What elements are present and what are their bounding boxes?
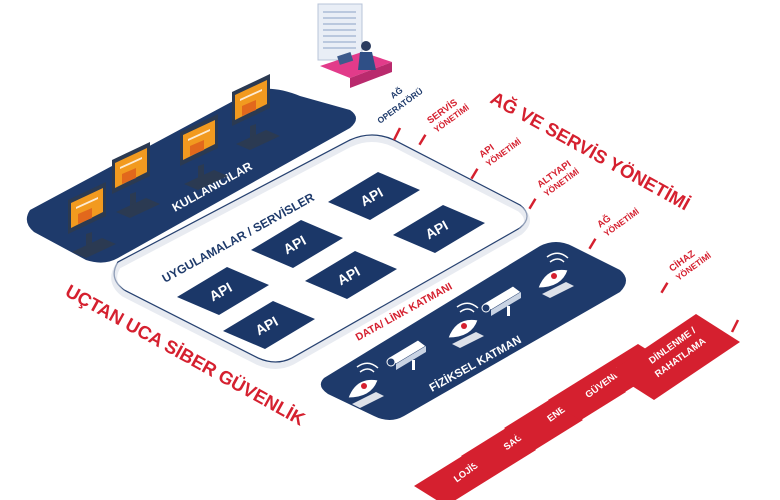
separator-slash [470,168,479,180]
operator-desk-icon [317,3,392,88]
api-block: API [251,220,343,268]
api-block: API [393,205,485,253]
separator-slash [528,198,537,210]
satellite-dish-icon [537,252,574,298]
separator-slash [418,134,427,146]
monitor-icon [232,74,280,150]
api-block: API [177,267,269,315]
monitors-group [68,74,280,258]
monitor-icon [112,142,160,218]
camera-icon [481,285,522,316]
api-block: API [223,301,315,349]
management-title: AĞ VE SERVİS YÖNETİMİ [487,87,694,214]
separator-slash [730,319,740,333]
api-block: API [305,251,397,299]
api-block: API [328,172,420,220]
satellite-dish-icon [347,362,384,408]
monitor-icon [180,114,228,190]
satellite-dish-icon [447,302,484,348]
separator-slash [660,282,669,294]
devices-group [347,252,574,408]
separator-slash [392,127,402,141]
monitor-icon [68,182,116,258]
separator-slash [588,238,597,250]
camera-icon [386,339,427,370]
